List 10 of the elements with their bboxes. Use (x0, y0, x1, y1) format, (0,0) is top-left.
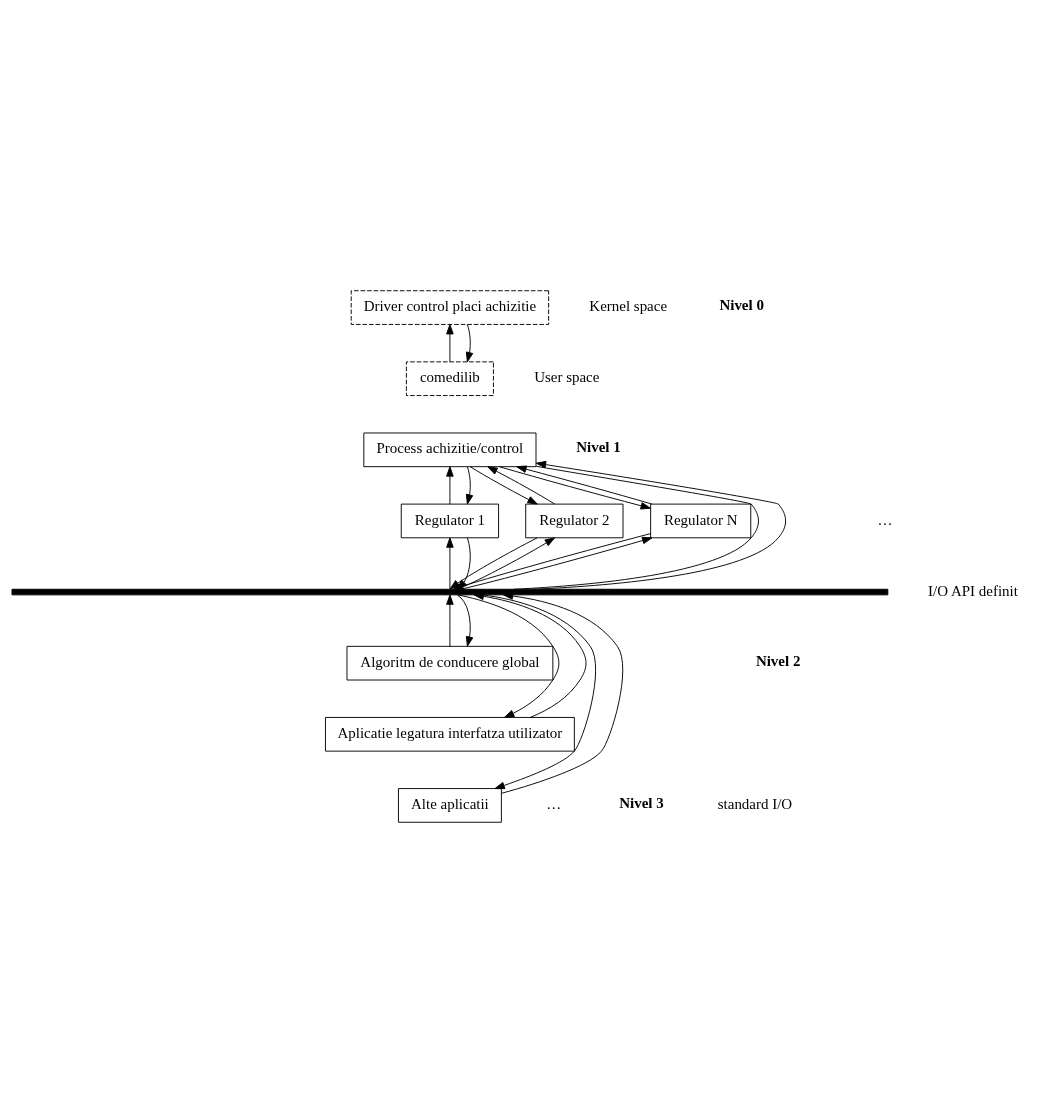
label: Nivel 1 (576, 439, 621, 456)
label: User space (534, 369, 600, 386)
label: Kernel space (589, 298, 668, 315)
label: … (877, 511, 893, 528)
label: Nivel 3 (619, 795, 664, 812)
label: Nivel 0 (719, 297, 764, 314)
label: I/O API definit (928, 582, 1018, 599)
legend-label: standard I/O (717, 795, 793, 812)
label: … (546, 795, 562, 812)
label: Nivel 2 (755, 652, 801, 669)
